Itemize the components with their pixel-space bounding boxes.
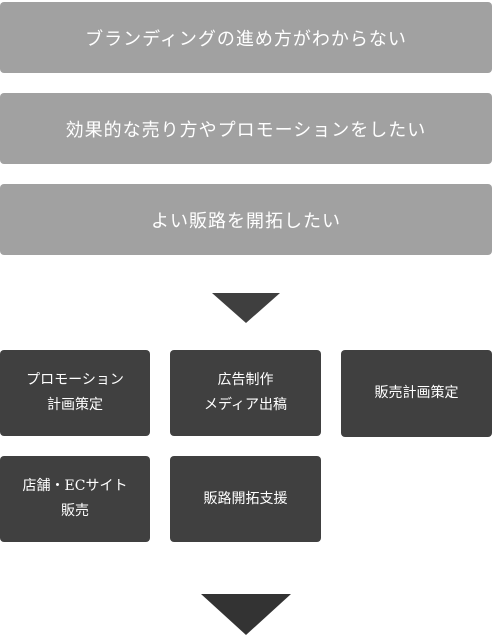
- problem-box-sales-channel: よい販路を開拓したい: [0, 184, 492, 255]
- solution-line: メディア出稿: [203, 397, 288, 413]
- solution-line: 広告制作: [217, 372, 274, 388]
- solution-box-channel-development: 販路開拓支援: [170, 456, 321, 542]
- problem-text: よい販路を開拓したい: [151, 210, 341, 232]
- problem-box-branding: ブランディングの進め方がわからない: [0, 2, 492, 73]
- down-arrow-icon: [201, 594, 291, 635]
- solution-line: 販売計画策定: [374, 385, 459, 401]
- solution-box-promotion-planning: プロモーション 計画策定: [0, 350, 150, 436]
- problem-text: 効果的な売り方やプロモーションをしたい: [65, 119, 427, 141]
- solution-line: 販路開拓支援: [203, 490, 288, 507]
- solution-line: 販売: [61, 503, 89, 519]
- solution-line: プロモーション: [26, 372, 124, 388]
- solution-box-ad-production: 広告制作 メディア出稿: [170, 350, 321, 436]
- solution-line: 計画策定: [47, 397, 103, 413]
- down-arrow-icon: [212, 293, 280, 323]
- problem-text: ブランディングの進め方がわからない: [85, 28, 407, 50]
- solution-box-sales-planning: 販売計画策定: [341, 350, 492, 437]
- problem-box-promotion: 効果的な売り方やプロモーションをしたい: [0, 93, 492, 164]
- solution-line: 店舗・ECサイト: [22, 478, 128, 494]
- solution-box-store-ec-sales: 店舗・ECサイト 販売: [0, 456, 150, 542]
